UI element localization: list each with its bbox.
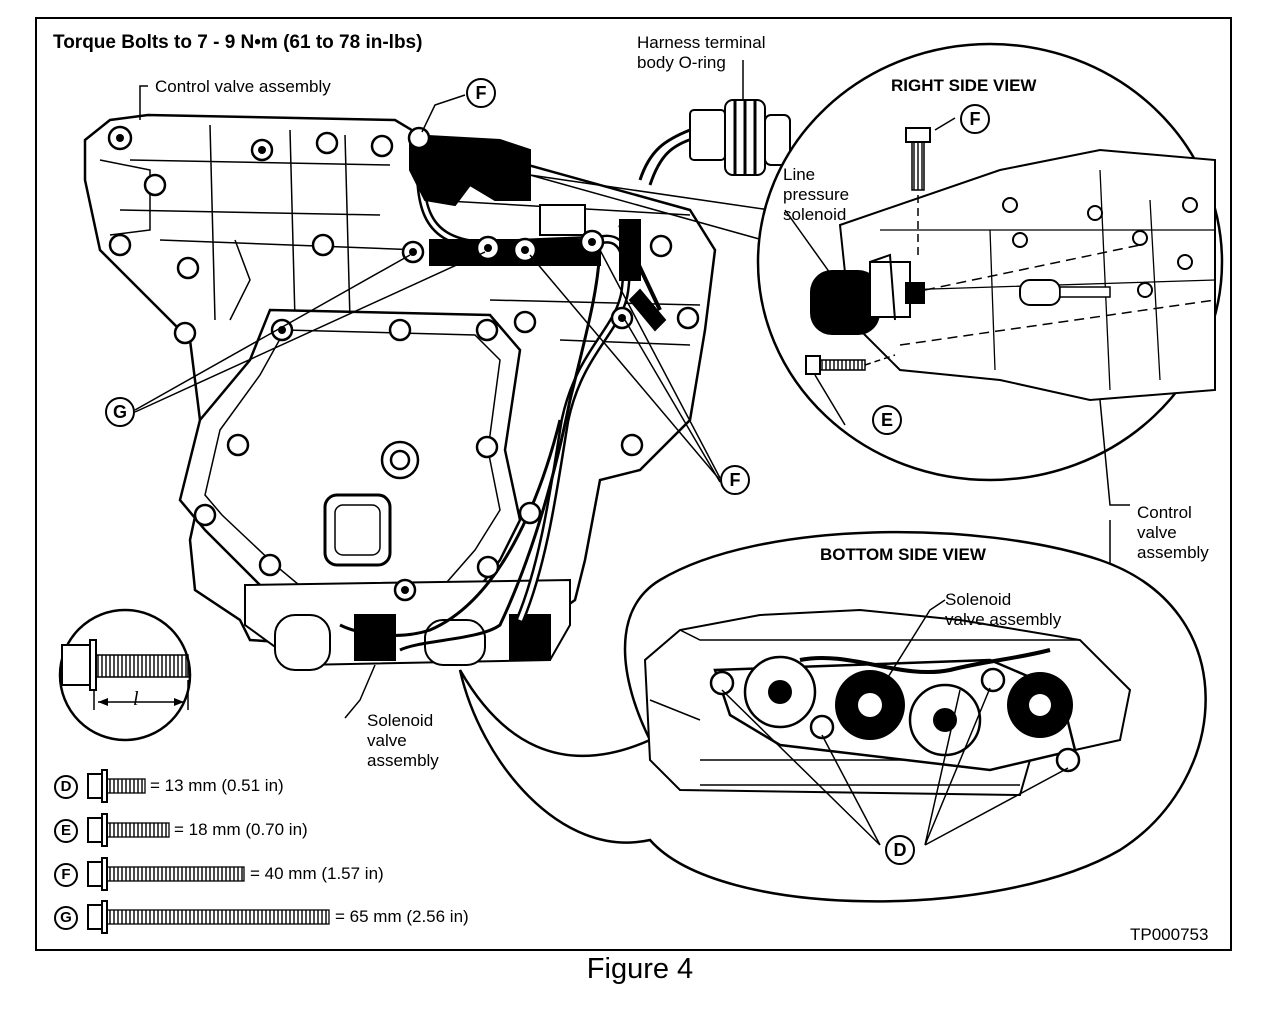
legend-letter-g: G xyxy=(54,906,78,930)
label-solenoid-valve-top-1: Solenoid xyxy=(945,590,1012,609)
callout-d: D xyxy=(885,835,915,865)
right-side-view-balloon xyxy=(756,42,1224,700)
label-length-symbol: l xyxy=(133,688,139,710)
legend-letter-d: D xyxy=(54,775,78,799)
bolt-centers xyxy=(116,134,626,594)
legend-text-d: = 13 mm (0.51 in) xyxy=(150,776,284,795)
label-solenoid-valve-bottom-3: assembly xyxy=(367,751,439,770)
legend-bolt-d xyxy=(87,769,146,803)
label-line-pressure-1: Line xyxy=(783,165,816,184)
callout-f-right-view: F xyxy=(960,104,990,134)
figure-title: Torque Bolts to 7 - 9 N•m (61 to 78 in-l… xyxy=(53,32,423,53)
legend-bolt-g xyxy=(87,900,330,934)
label-control-valve-assembly: Control valve assembly xyxy=(155,77,331,96)
callout-e: E xyxy=(872,405,902,435)
label-right-side-view: RIGHT SIDE VIEW xyxy=(891,76,1037,95)
label-harness-terminal-line2: body O-ring xyxy=(637,53,726,72)
solenoid-block xyxy=(244,578,571,671)
legend-bolt-f xyxy=(87,857,245,891)
legend-bolt-e xyxy=(87,813,170,847)
legend-text-e: = 18 mm (0.70 in) xyxy=(174,820,308,839)
figure-caption: Figure 4 xyxy=(586,953,694,985)
bottom-side-view-balloon xyxy=(458,530,1207,903)
label-figure-id: TP000753 xyxy=(1130,925,1209,944)
callout-g: G xyxy=(105,397,135,427)
label-line-pressure-3: solenoid xyxy=(783,205,847,224)
label-harness-terminal-line1: Harness terminal xyxy=(637,33,766,52)
callout-f-top: F xyxy=(466,78,496,108)
body-bolts xyxy=(107,125,700,602)
label-line-pressure-2: pressure xyxy=(783,185,850,204)
label-control-valve-right-3: assembly xyxy=(1137,543,1209,562)
bolt-length-detail xyxy=(58,608,192,742)
callout-f-main: F xyxy=(720,465,750,495)
label-control-valve-right-2: valve xyxy=(1137,523,1177,542)
leader-lines xyxy=(134,60,826,719)
label-solenoid-valve-bottom-2: valve xyxy=(367,731,407,750)
legend-letter-e: E xyxy=(54,819,78,843)
label-bottom-side-view: BOTTOM SIDE VIEW xyxy=(820,545,986,564)
legend-text-f: = 40 mm (1.57 in) xyxy=(250,864,384,883)
label-solenoid-valve-top-2: valve assembly xyxy=(945,610,1062,629)
figure-frame xyxy=(35,17,1232,951)
label-control-valve-right-1: Control xyxy=(1137,503,1192,522)
harness-terminal-body xyxy=(689,99,791,176)
label-solenoid-valve-bottom-1: Solenoid xyxy=(367,711,434,730)
harness-connector xyxy=(409,133,667,332)
legend-letter-f: F xyxy=(54,863,78,887)
legend-text-g: = 65 mm (2.56 in) xyxy=(335,907,469,926)
